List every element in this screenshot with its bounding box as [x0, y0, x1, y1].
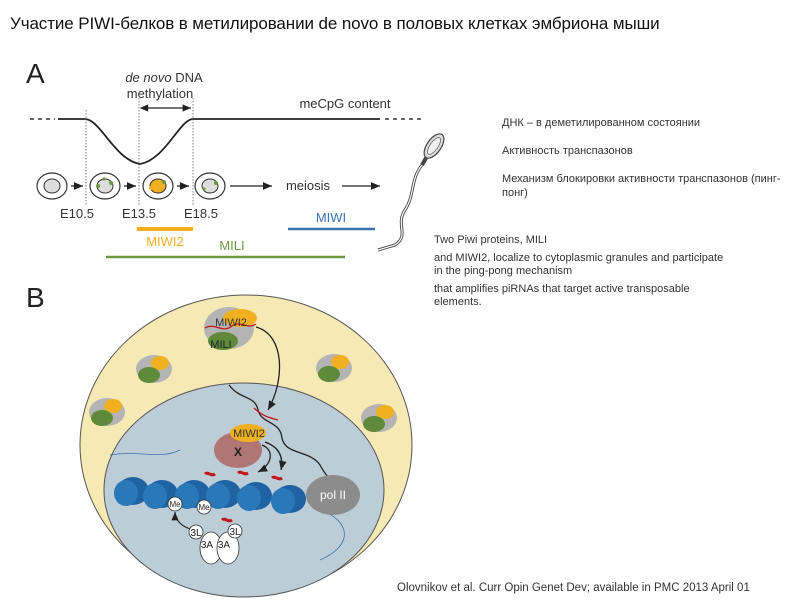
piwi-text-line: Two Piwi proteins, MILI — [434, 234, 548, 246]
nascent-transcript — [228, 384, 331, 481]
slide-title: Участие PIWI-белков в метилировании de n… — [10, 14, 660, 33]
svg-text:3L: 3L — [229, 527, 241, 538]
piwi-text-line: and MIWI2, localize to cytoplasmic granu… — [434, 252, 724, 277]
piwi-text-line: that amplifies piRNAs that target active… — [434, 283, 690, 308]
notes-list: ДНК – в деметилированном состоянии Актив… — [502, 116, 800, 214]
granule-miwi2-label: MIWI2 — [215, 317, 247, 329]
pirna-marks — [203, 470, 283, 523]
svg-text:Me: Me — [169, 500, 181, 509]
pol2-label: pol II — [320, 488, 346, 502]
panel-b-label: B — [26, 282, 45, 313]
cell-mid1 — [89, 172, 121, 200]
methyl-mark: Me — [196, 499, 212, 515]
mecpg-label: meCpG content — [299, 96, 390, 111]
methyl-mark: Me — [167, 496, 183, 512]
granule-small — [361, 404, 397, 432]
dnmt3-complex: 3L 3A 3A 3L — [188, 523, 243, 565]
nuclear-miwi2-label: MIWI2 — [233, 428, 265, 440]
meiosis-label: meiosis — [286, 178, 331, 193]
cell-e10 — [36, 172, 68, 200]
svg-text:3L: 3L — [190, 528, 202, 539]
miwi-label: MIWI — [316, 210, 346, 225]
granule-main: MIWI2 MILI — [204, 307, 257, 351]
svg-text:3A: 3A — [201, 540, 214, 551]
stage-label: E13.5 — [122, 206, 156, 221]
import-arrow — [255, 326, 281, 411]
citation: Olovnikov et al. Curr Opin Genet Dev; av… — [397, 582, 750, 594]
mili-label: MILI — [219, 238, 244, 253]
methylation-label: de novo DNA — [125, 70, 203, 85]
granule-small — [89, 398, 125, 426]
note-item: ДНК – в деметилированном состоянии — [502, 117, 701, 129]
granule-small — [136, 355, 172, 383]
nuclear-miwi2 — [230, 424, 266, 442]
factor-x-label: X — [234, 445, 242, 459]
stage-label: E18.5 — [184, 206, 218, 221]
cell-e18 — [194, 172, 226, 200]
granule-mili-label: MILI — [210, 339, 231, 351]
piwi-description: Two Piwi proteins, MILI and MIWI2, local… — [434, 234, 734, 314]
sperm-icon — [377, 133, 445, 252]
pol2 — [306, 475, 360, 515]
panel-a-label: A — [26, 58, 45, 89]
cell-e13 — [142, 172, 174, 200]
methylation-label-line2: methylation — [127, 86, 193, 101]
miwi2-label: MIWI2 — [146, 234, 184, 249]
stage-label: E10.5 — [60, 206, 94, 221]
note-item: Механизм блокировки активности транспазо… — [502, 173, 781, 199]
svg-text:3A: 3A — [218, 540, 231, 551]
svg-text:Me: Me — [198, 503, 210, 512]
mecpg-curve — [30, 118, 425, 165]
granule-small — [316, 354, 352, 382]
note-item: Активность транспазонов — [502, 145, 633, 157]
